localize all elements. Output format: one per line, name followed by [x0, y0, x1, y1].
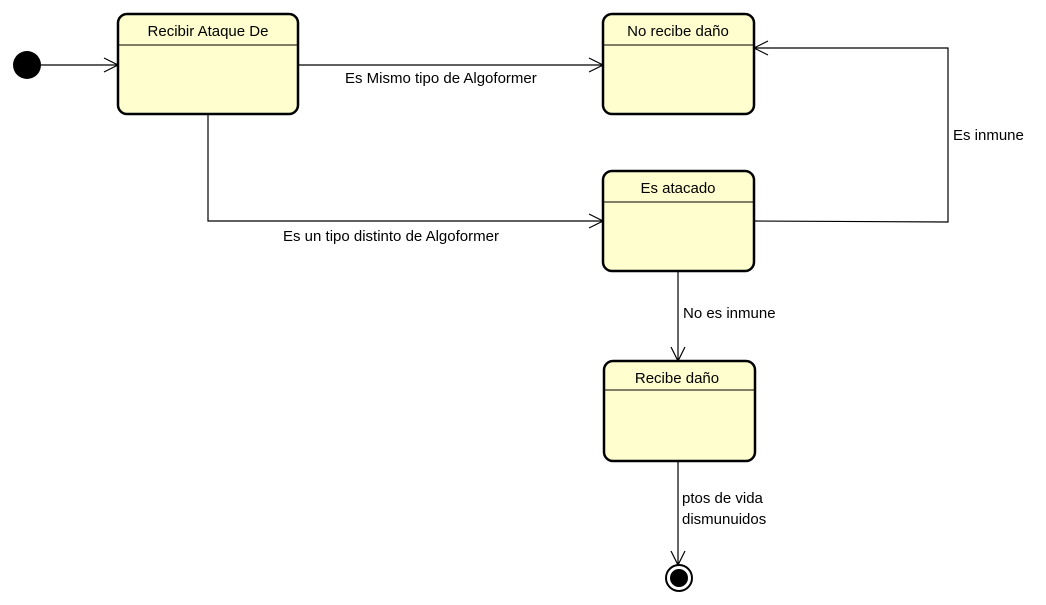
initial-state — [13, 51, 41, 79]
edge-recibir-to-no-recibe: Es Mismo tipo de Algoformer — [298, 57, 605, 87]
edge-recibir-to-es-atacado: Es un tipo distinto de Algoformer — [207, 114, 605, 245]
state-recibe-dano: Recibe daño — [602, 359, 757, 463]
label-ptos-de-vida-line1: ptos de vida — [682, 490, 764, 507]
label-tipo-distinto: Es un tipo distinto de Algoformer — [283, 228, 499, 245]
state-recibir-ataque: Recibir Ataque De — [116, 12, 300, 116]
state-es-atacado: Es atacado — [601, 169, 756, 273]
edge-es-atacado-to-no-recibe: Es inmune — [752, 40, 1024, 223]
label-es-inmune: Es inmune — [953, 127, 1024, 144]
label-mismo-tipo: Es Mismo tipo de Algoformer — [345, 70, 537, 87]
edge-es-atacado-to-recibe-dano: No es inmune — [670, 271, 776, 363]
state-es-atacado-title: Es atacado — [640, 180, 715, 197]
final-state — [665, 564, 693, 592]
state-recibe-dano-title: Recibe daño — [635, 370, 719, 387]
state-no-recibe-dano: No recibe daño — [601, 12, 756, 116]
state-recibir-ataque-title: Recibir Ataque De — [148, 23, 269, 40]
state-no-recibe-dano-title: No recibe daño — [627, 23, 729, 40]
label-no-es-inmune: No es inmune — [683, 305, 776, 322]
label-ptos-de-vida-line2: dismunuidos — [682, 511, 766, 528]
edge-initial-to-recibir-ataque — [41, 57, 120, 73]
edge-recibe-dano-to-final: ptos de vida dismunuidos — [670, 461, 766, 567]
